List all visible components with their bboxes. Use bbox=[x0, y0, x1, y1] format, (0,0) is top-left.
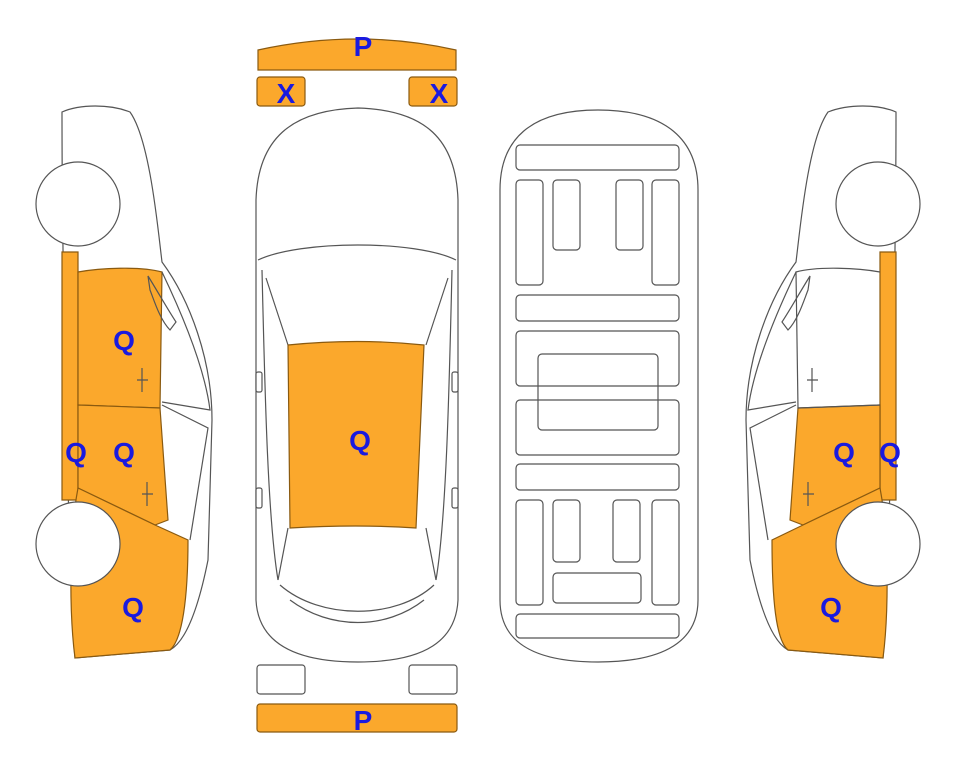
trunk-line bbox=[279, 584, 435, 612]
left-headlight-label: X bbox=[277, 78, 296, 109]
front-bumper-panel[interactable] bbox=[257, 38, 457, 71]
front-bumper-label: P bbox=[354, 31, 373, 62]
left-headlight-panel[interactable] bbox=[256, 76, 306, 107]
right-headlight-label: X bbox=[430, 78, 449, 109]
left-rear-door-panel[interactable] bbox=[77, 404, 169, 526]
left-rear-window bbox=[161, 404, 209, 541]
rear-bumper-label: P bbox=[354, 705, 373, 736]
car-underbody-view bbox=[499, 109, 699, 663]
left-rear-quarter-label: Q bbox=[122, 592, 144, 623]
c-pillar-lines bbox=[277, 527, 437, 581]
right-mirror-side bbox=[781, 275, 811, 331]
right-mirror bbox=[451, 371, 459, 393]
right-taillight bbox=[408, 664, 458, 695]
left-rear-wheel bbox=[35, 501, 121, 587]
left-mirror-rear bbox=[255, 487, 263, 509]
rear-bumper-panel[interactable] bbox=[256, 703, 458, 733]
left-mirror bbox=[255, 371, 263, 393]
top-body-outline bbox=[255, 107, 459, 663]
right-front-wheel bbox=[835, 161, 921, 247]
left-front-door-label: Q bbox=[113, 325, 135, 356]
left-mirror-side bbox=[147, 275, 177, 331]
right-front-handle bbox=[807, 368, 818, 392]
right-rear-handle bbox=[803, 482, 814, 506]
car-left-side-view: Q Q Q Q bbox=[35, 105, 213, 659]
left-front-window bbox=[161, 271, 211, 411]
roof-panel[interactable] bbox=[287, 340, 425, 529]
right-rear-quarter-label: Q bbox=[820, 592, 842, 623]
right-front-window bbox=[747, 271, 797, 411]
right-rear-door-label: Q bbox=[833, 437, 855, 468]
right-rear-wheel bbox=[835, 501, 921, 587]
left-rear-door-label: Q bbox=[113, 437, 135, 468]
side-lines bbox=[261, 269, 453, 581]
roof-label: Q bbox=[349, 425, 371, 456]
left-front-handle bbox=[137, 368, 148, 392]
a-pillar-lines bbox=[265, 277, 449, 346]
car-right-side-view: Q Q Q bbox=[745, 105, 921, 659]
car-top-view: P X X Q P bbox=[255, 31, 459, 736]
right-headlight-panel[interactable] bbox=[408, 76, 458, 107]
right-front-door bbox=[795, 267, 881, 409]
trunk-line-2 bbox=[289, 599, 425, 623]
left-front-door-panel[interactable] bbox=[77, 267, 163, 409]
left-taillight bbox=[256, 664, 306, 695]
left-front-wheel bbox=[35, 161, 121, 247]
underbody-outline bbox=[499, 109, 699, 663]
windshield-top-line bbox=[257, 244, 457, 261]
left-rear-handle bbox=[142, 482, 153, 506]
right-rear-window bbox=[749, 404, 797, 541]
right-mirror-rear bbox=[451, 487, 459, 509]
right-rocker-label: Q bbox=[879, 437, 901, 468]
left-rocker-label: Q bbox=[65, 437, 87, 468]
